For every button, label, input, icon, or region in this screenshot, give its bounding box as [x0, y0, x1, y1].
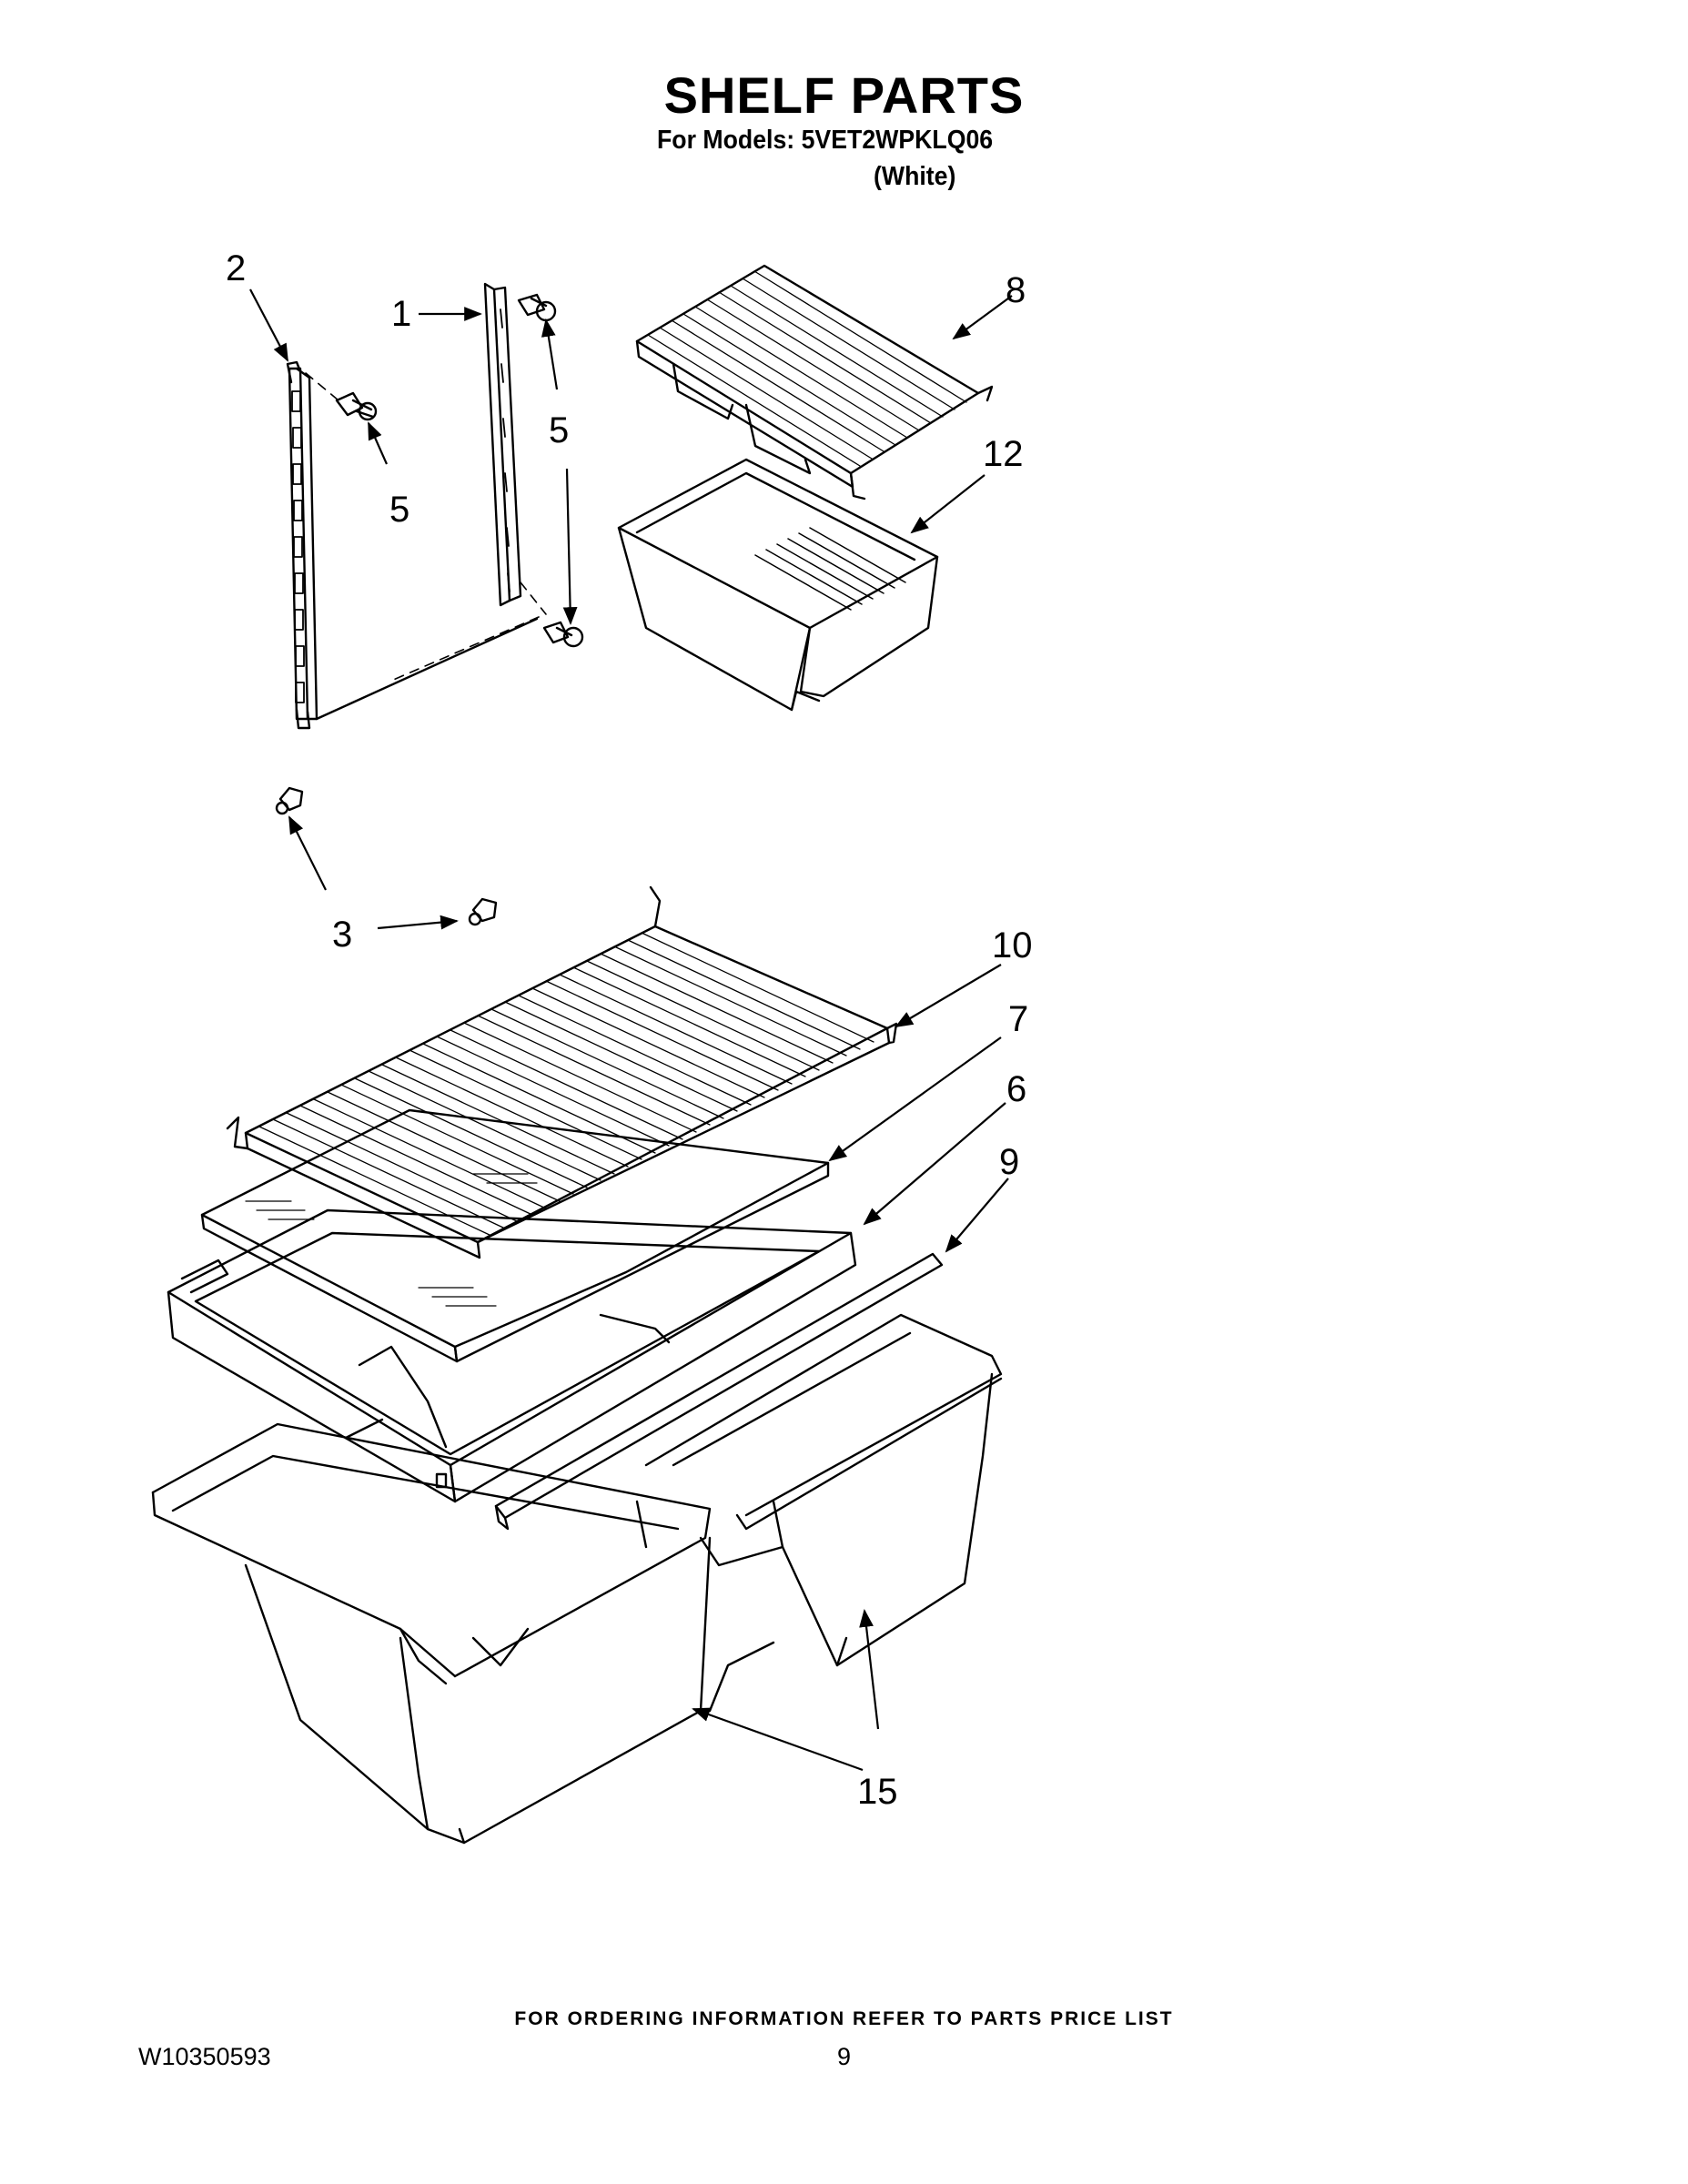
shelf-clip [275, 786, 304, 815]
rail-screw [335, 391, 378, 421]
document-number: W10350593 [138, 2043, 271, 2070]
color-line: (White) [874, 162, 956, 191]
rail-screw [542, 621, 584, 648]
divider-bar [494, 1252, 944, 1531]
callout-12: 12 [983, 434, 1024, 474]
left-crisper-drawer [151, 1422, 712, 1845]
rail-screw [517, 293, 557, 322]
models-line: For Models: 5VET2WPKLQ06 [657, 126, 994, 155]
glass-panel [200, 1108, 830, 1363]
callout-labels: 2 1 5 5 8 12 5 3 10 7 6 9 15 [226, 248, 1033, 1812]
callout-arrows [249, 288, 1013, 1772]
upper-storage-bin [617, 458, 939, 712]
callout-10: 10 [992, 925, 1033, 966]
callout-15: 15 [857, 1772, 898, 1812]
page-number: 9 [837, 2043, 852, 2070]
shelf-clip [468, 897, 498, 926]
rail-dashed-guides [305, 372, 547, 682]
left-shelf-rail [286, 360, 539, 730]
crisper-cover-frame [167, 1208, 857, 1503]
callout-3: 3 [332, 915, 352, 955]
callout-9: 9 [999, 1142, 1019, 1182]
large-wire-shelf [226, 885, 898, 1259]
callout-1: 1 [391, 294, 411, 334]
callout-8: 8 [1006, 270, 1026, 310]
callout-6: 6 [1006, 1069, 1026, 1109]
callout-5-left: 5 [389, 490, 409, 530]
callout-7: 7 [1008, 999, 1028, 1039]
callout-2: 2 [226, 248, 246, 288]
right-shelf-rail [483, 282, 522, 607]
callout-5-upper: 5 [549, 410, 569, 450]
ordering-note: FOR ORDERING INFORMATION REFER TO PARTS … [514, 2008, 1174, 2029]
right-crisper-drawer [644, 1313, 1003, 1713]
small-wire-shelf [635, 264, 994, 500]
page-title: SHELF PARTS [663, 66, 1025, 124]
